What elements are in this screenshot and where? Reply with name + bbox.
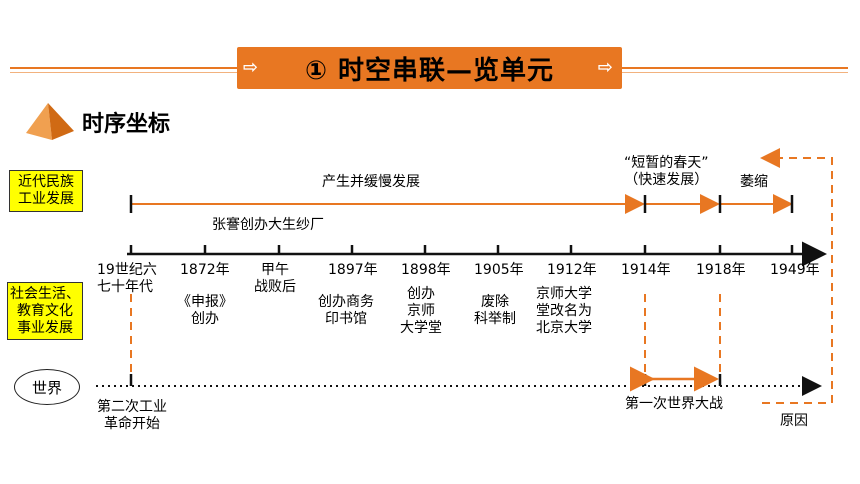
year-label: 甲午 战败后 [254, 262, 296, 295]
event-label: 《申报》 创办 [177, 294, 233, 327]
year-label: 19世纪六 七十年代 [97, 262, 157, 295]
arrow-right-icon: ⇨ [597, 57, 614, 78]
event-label: 创办商务 印书馆 [318, 294, 374, 327]
category-society: 社会生活、 教育文化 事业发展 [7, 282, 83, 340]
arrow-right-icon: ⇨ [243, 57, 260, 78]
year-label: 1918年 [696, 262, 746, 278]
label-growth: 产生并缓慢发展 [322, 174, 420, 190]
section-title: 时序坐标 [82, 112, 171, 137]
year-label: 1912年 [547, 262, 597, 278]
label-decline: 萎缩 [740, 174, 768, 190]
label-ww1: 第一次世界大战 [625, 396, 723, 412]
cause-loop-arrow [760, 148, 833, 404]
year-label: 1872年 [180, 262, 230, 278]
unit-title: ① 时空串联—览单元 [304, 55, 555, 86]
header-rule-right [622, 67, 848, 69]
label-industrial-revolution: 第二次工业 革命开始 [97, 399, 167, 432]
year-label: 1897年 [328, 262, 378, 278]
category-industry: 近代民族 工业发展 [9, 170, 83, 212]
unit-title-banner: ⇨ ① 时空串联—览单元 ⇨ [237, 47, 622, 89]
label-zhangjian: 张謇创办大生纱厂 [212, 217, 324, 233]
label-spring: “短暂的春天” （快速发展） [624, 155, 709, 188]
year-label: 1898年 [401, 262, 451, 278]
year-label: 1905年 [474, 262, 524, 278]
header-rule-left-thin [10, 72, 237, 73]
event-label: 创办 京师 大学堂 [400, 286, 442, 336]
category-world: 世界 [14, 369, 80, 405]
label-cause: 原因 [780, 413, 808, 429]
event-label: 京师大学 堂改名为 北京大学 [536, 286, 592, 336]
year-label: 1949年 [770, 262, 820, 278]
header-rule-right-thin [622, 72, 848, 73]
year-label: 1914年 [621, 262, 671, 278]
event-label: 废除 科举制 [474, 294, 516, 327]
header-rule-left [10, 67, 237, 69]
